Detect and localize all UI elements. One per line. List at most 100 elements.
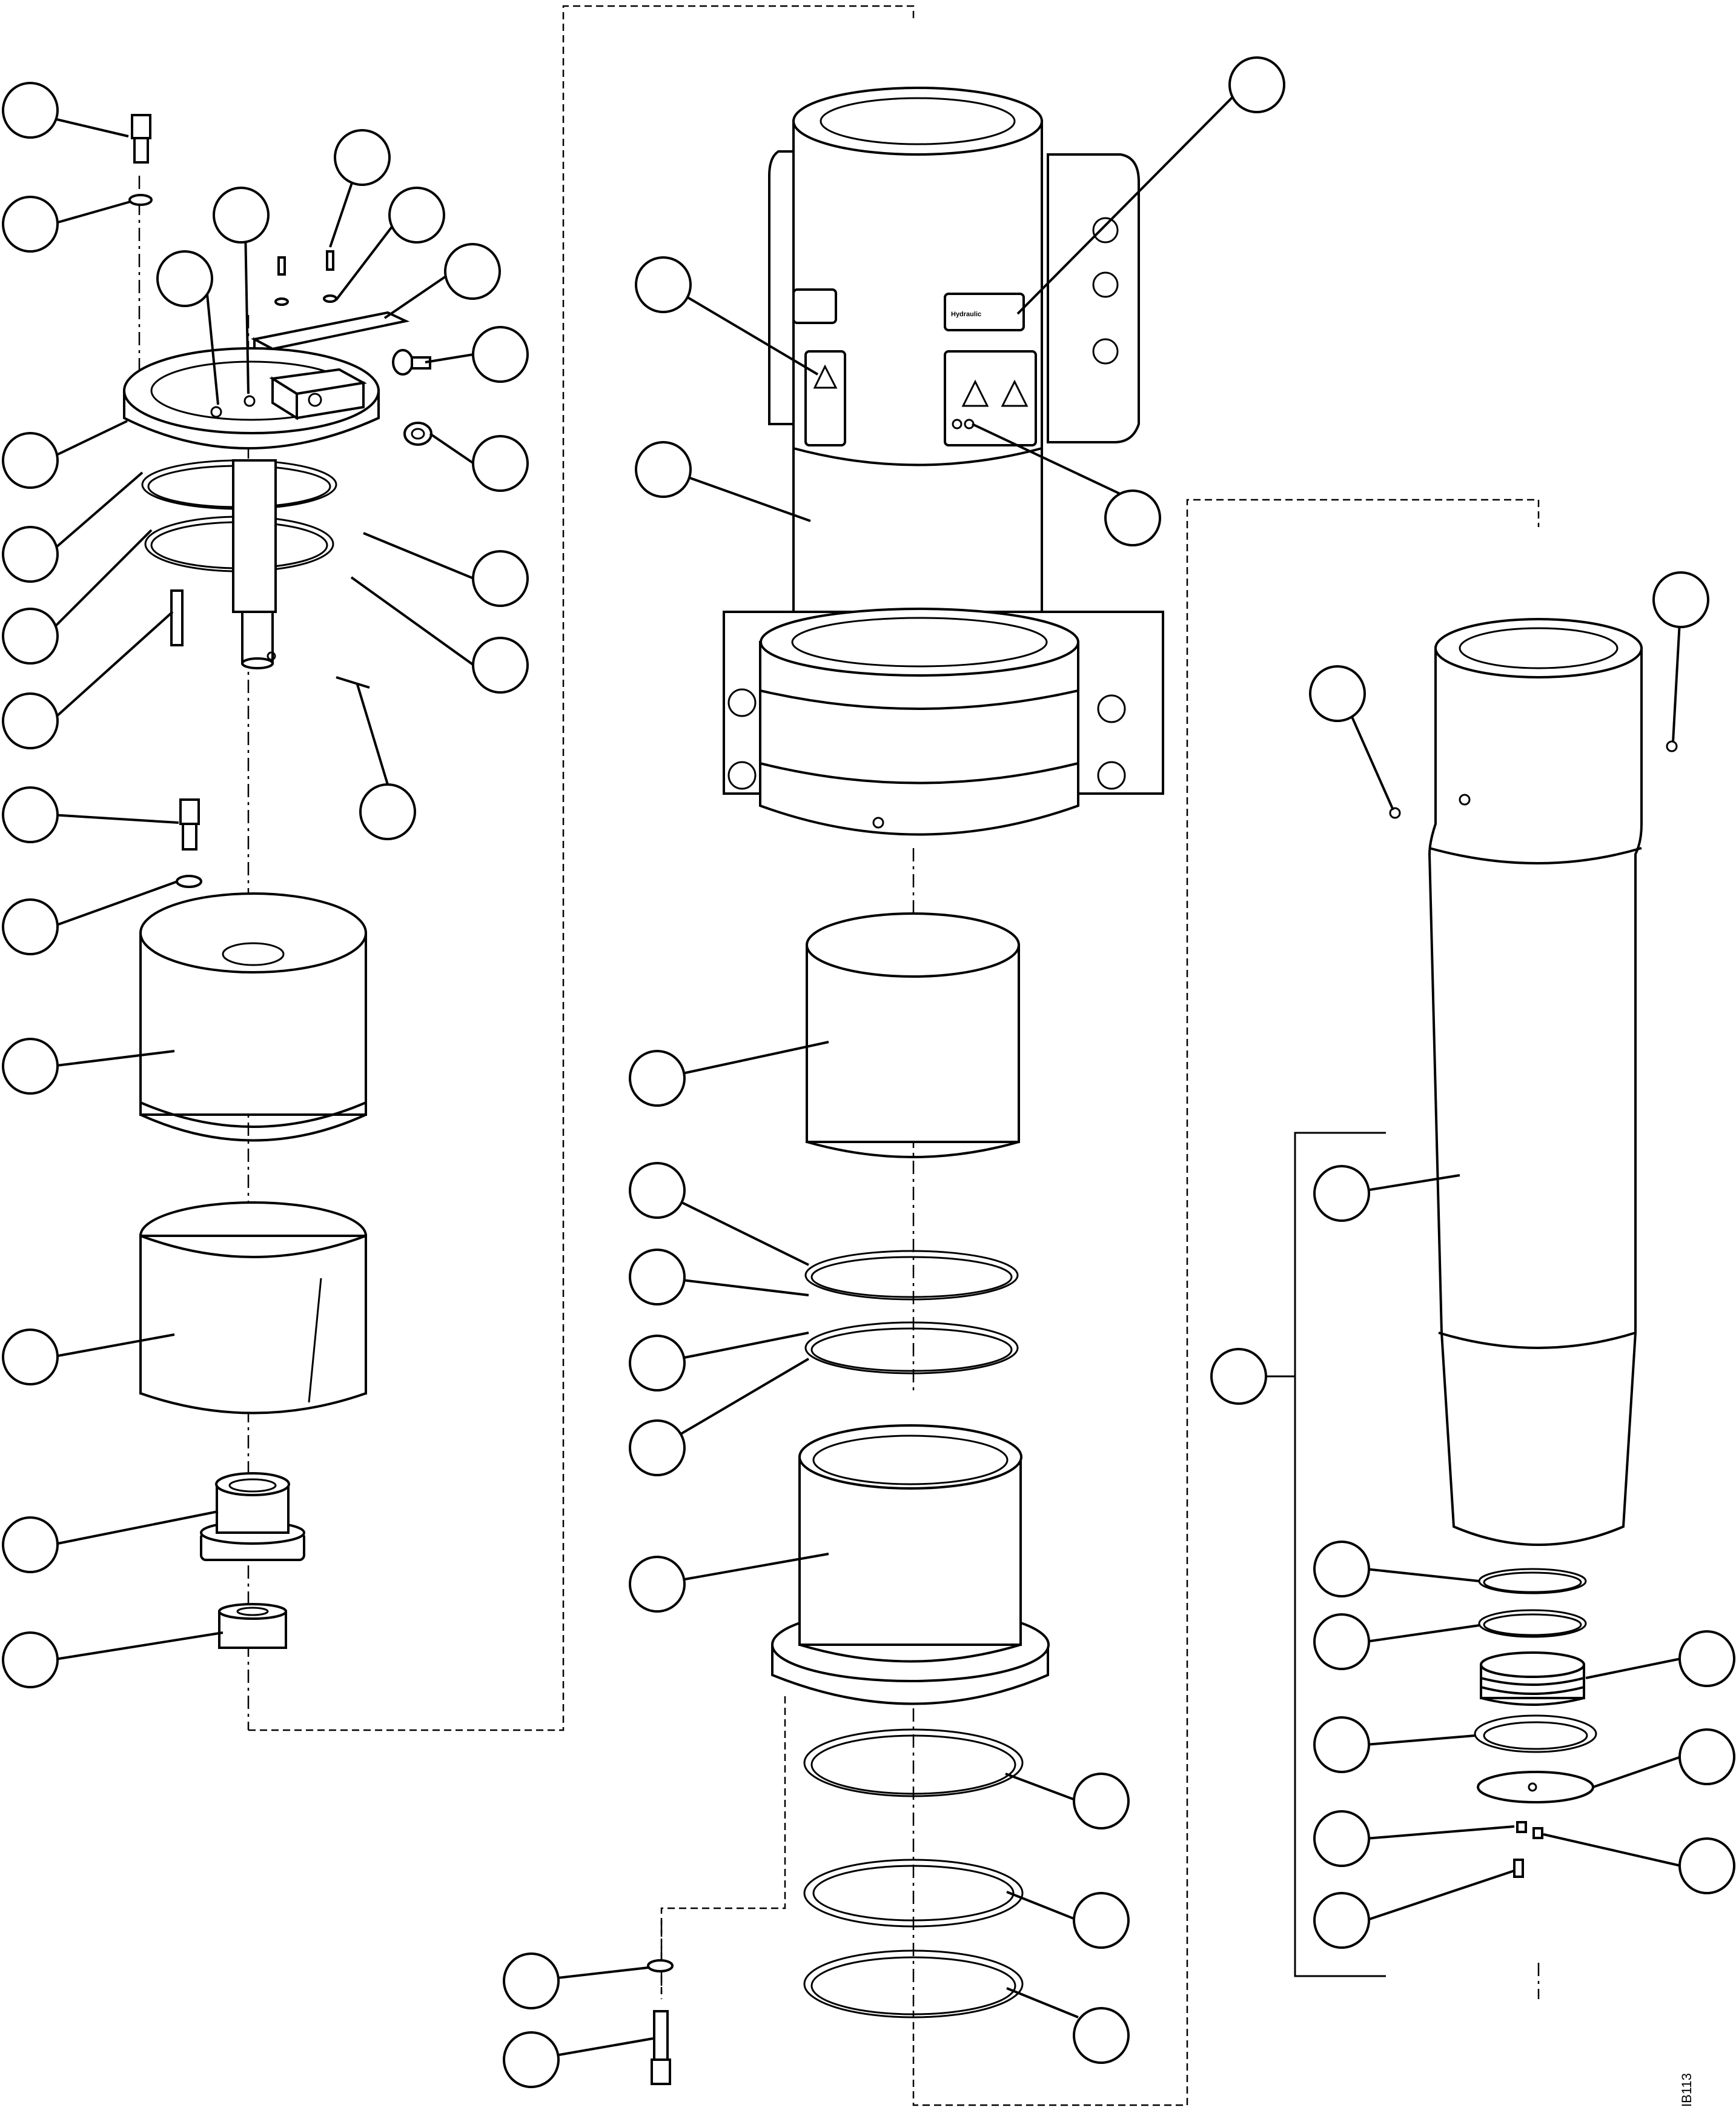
callout-balloon [1313, 1892, 1370, 1949]
snap-ring-1-inner [810, 1256, 1013, 1298]
hex-bolt-bottom [651, 2010, 671, 2085]
seal-1 [803, 1728, 1024, 1797]
callout-balloon [635, 256, 692, 313]
callout-balloon [503, 1952, 560, 2009]
seal-3-inner [810, 1956, 1016, 2015]
snap-ring-2-inner [810, 1327, 1013, 1372]
callout-balloon [2, 898, 59, 955]
callout-balloon [629, 1162, 686, 1219]
callout-balloon [1678, 1630, 1735, 1687]
cylinder-drum [139, 892, 367, 1142]
callout-balloon [388, 187, 445, 244]
small-washer-1 [274, 297, 289, 306]
callout-balloon [629, 1556, 686, 1613]
callout-balloon [444, 243, 501, 300]
callout-balloon [472, 550, 529, 607]
lower-housing-collar [759, 608, 1079, 836]
small-set-screw-b [1532, 1827, 1543, 1839]
port-block [269, 368, 368, 420]
callout-balloon [2, 432, 59, 489]
set-screw-left [1389, 807, 1401, 819]
seal-2 [803, 1859, 1024, 1928]
callout-balloon [1313, 1541, 1370, 1597]
right-column-parts [1389, 618, 1678, 1878]
thin-sleeve [806, 912, 1020, 1158]
callout-balloon [1073, 1773, 1130, 1829]
callout-balloon [2, 692, 59, 749]
flanged-liner [771, 1424, 1050, 1705]
callout-balloons [2, 56, 1735, 2088]
callout-balloon [2, 1631, 59, 1688]
callout-balloon [2, 82, 59, 139]
warning-decal-right [944, 350, 1037, 446]
middle-column-parts: Hydraulic [647, 87, 1164, 2085]
callout-balloon [1313, 1716, 1370, 1773]
small-nut-on-cap [210, 406, 222, 418]
brand-decal-text: Hydraulic [951, 311, 981, 318]
left-column-parts [123, 114, 432, 1649]
callout-balloon [1313, 1810, 1370, 1867]
callout-balloon [472, 637, 529, 694]
callout-balloon [635, 441, 692, 498]
callout-balloon [2, 786, 59, 843]
snap-ring-1 [804, 1250, 1019, 1301]
figure-id: IB113 [1679, 2073, 1694, 2107]
retaining-ring [1474, 1714, 1597, 1753]
callout-balloon [629, 1335, 686, 1392]
small-screw-2 [326, 250, 334, 271]
callout-balloon [1073, 1892, 1130, 1949]
callout-balloon [629, 1249, 686, 1305]
callout-balloon [1210, 1348, 1267, 1405]
small-set-screw-a [1516, 1821, 1527, 1833]
wear-ring-1-inner [1483, 1571, 1582, 1593]
housing-bracket [768, 150, 1140, 443]
callout-balloon [1678, 1728, 1735, 1785]
callout-balloon [2, 608, 59, 665]
piston-head [1480, 1651, 1585, 1706]
hose-fitting [392, 349, 431, 376]
piston-rod [1428, 618, 1643, 1546]
small-washer-2 [323, 294, 337, 303]
callout-balloon [1228, 56, 1285, 113]
callout-balloon [1309, 665, 1366, 722]
callout-balloon [472, 435, 529, 492]
wear-ring-2 [1478, 1609, 1587, 1638]
seal-2-inner [812, 1865, 1015, 1922]
callout-balloon [629, 1050, 686, 1107]
roll-pin [336, 676, 370, 689]
plug-fitting [403, 422, 432, 446]
flanged-bushing [200, 1472, 305, 1561]
small-screw-1 [277, 256, 286, 276]
callout-balloon [2, 1038, 59, 1095]
seal-3 [803, 1949, 1024, 2018]
side-brand-decal [792, 288, 837, 324]
seal-1-inner [810, 1734, 1016, 1795]
callout-balloon [213, 187, 270, 244]
hex-bolt-top [131, 114, 151, 164]
callout-balloon [472, 326, 529, 383]
shaft-key [170, 589, 184, 646]
callout-balloon [1678, 1837, 1735, 1894]
callout-balloon [2, 196, 59, 253]
callout-balloon [1313, 1613, 1370, 1670]
callout-balloon [334, 129, 391, 186]
sleeve-wrap [139, 1201, 367, 1415]
callout-balloon [156, 250, 213, 307]
washer-top [128, 194, 153, 206]
snap-ring-2 [804, 1321, 1019, 1375]
warning-decal-left [804, 350, 846, 446]
center-shaft [232, 459, 277, 669]
callout-balloon [629, 1419, 686, 1476]
callout-balloon [1104, 489, 1161, 546]
callout-balloon [2, 1329, 59, 1385]
brand-decal: Hydraulic [944, 293, 1025, 331]
wear-ring-2-inner [1483, 1613, 1582, 1636]
balloon-leaders [50, 84, 1682, 2061]
callout-balloon [1652, 571, 1709, 628]
callout-balloon [2, 526, 59, 583]
callout-balloon [1073, 2007, 1130, 2064]
callout-balloon [1313, 1165, 1370, 1222]
hex-bolt-middle [179, 798, 200, 851]
small-cap-screw [1513, 1859, 1524, 1878]
